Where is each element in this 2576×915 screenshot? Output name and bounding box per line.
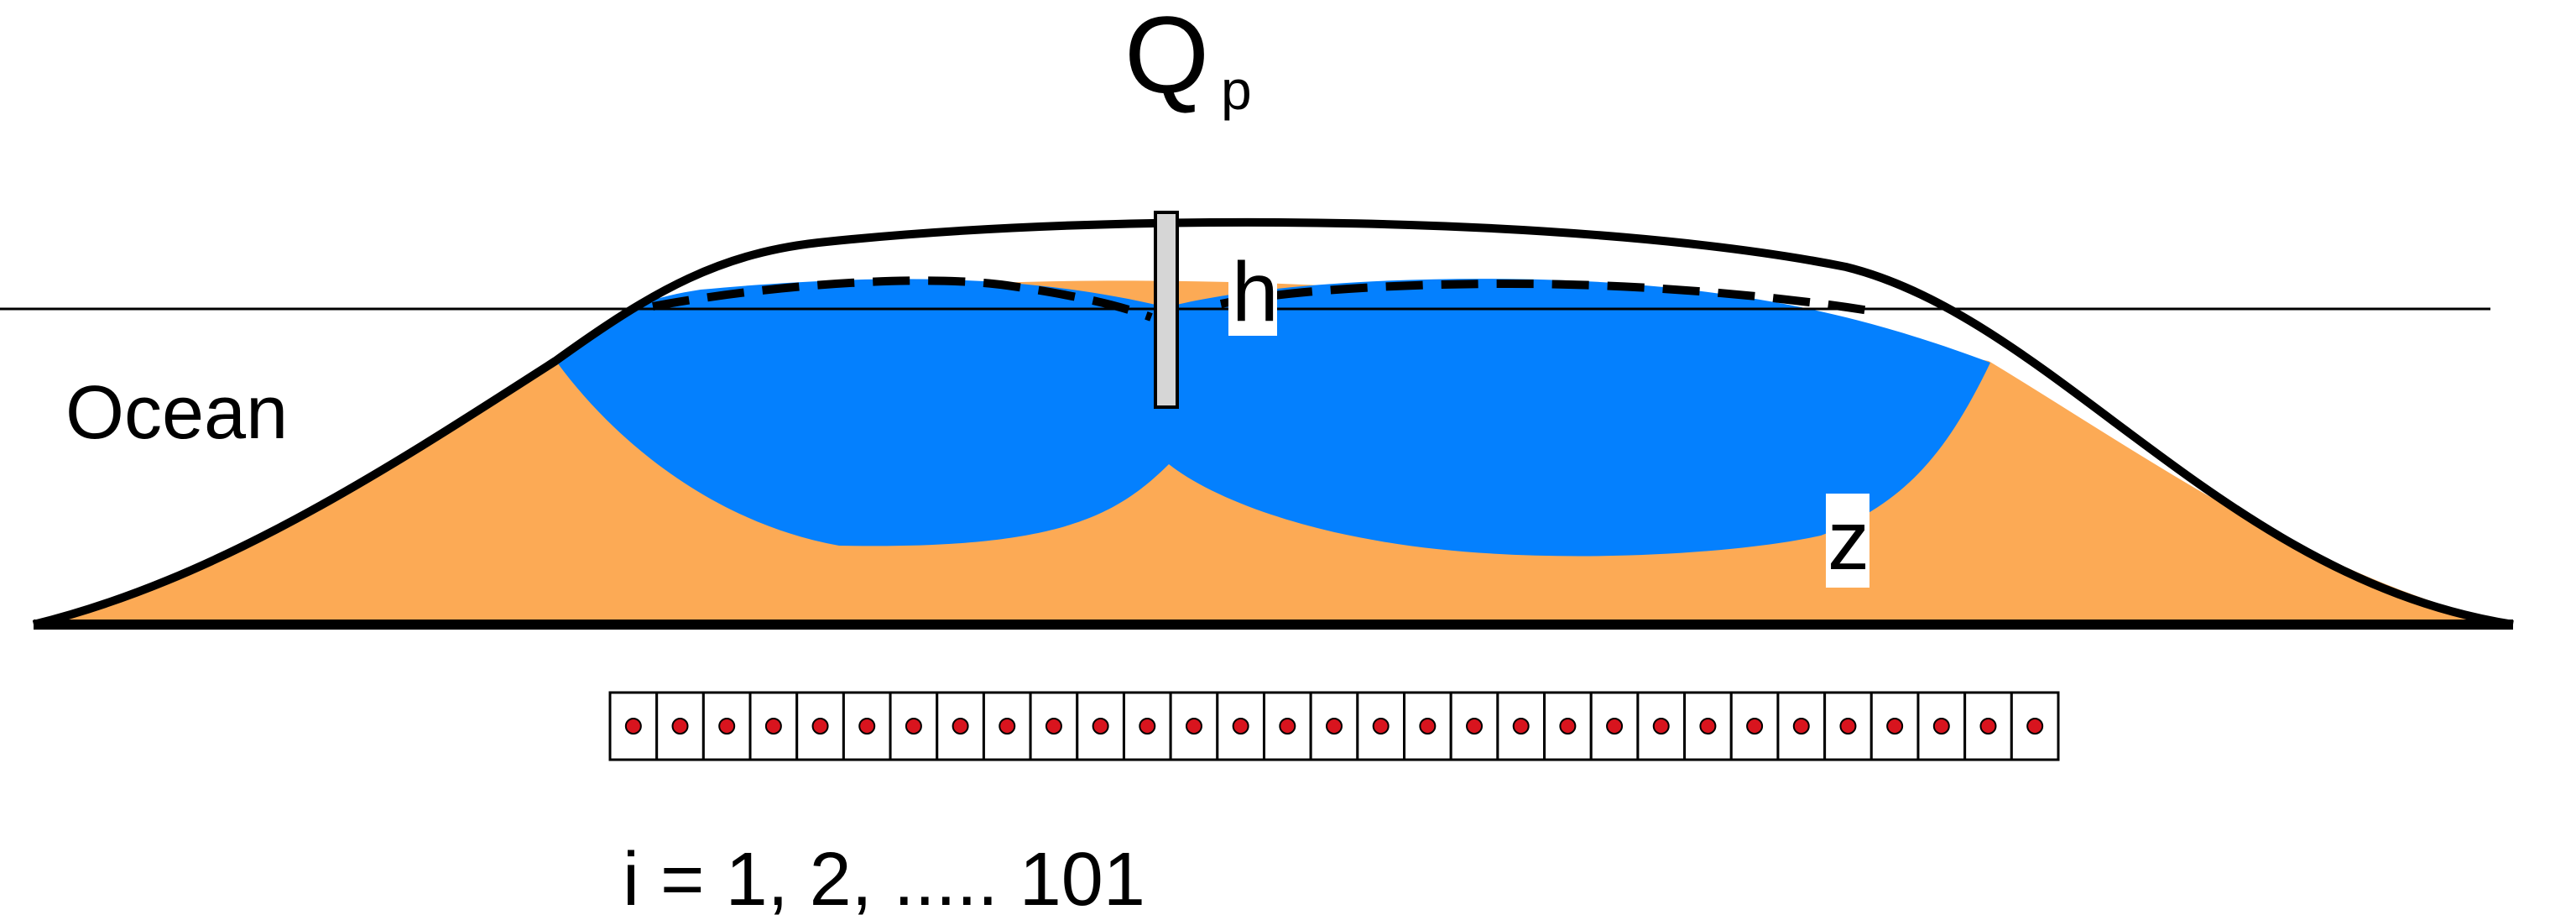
grid-node bbox=[1652, 718, 1670, 735]
grid-cell bbox=[2010, 691, 2060, 761]
grid-node bbox=[1092, 718, 1109, 735]
ground-surface-outline bbox=[32, 217, 2514, 629]
grid-node bbox=[1419, 718, 1437, 735]
grid-node bbox=[905, 718, 922, 735]
grid-node bbox=[764, 718, 782, 735]
grid-node bbox=[1372, 718, 1390, 735]
flux-subscript: p bbox=[1221, 59, 1252, 121]
ocean-label: Ocean bbox=[65, 371, 288, 455]
grid-node bbox=[1886, 718, 1904, 735]
grid-node bbox=[952, 718, 969, 735]
grid-node bbox=[999, 718, 1016, 735]
model-grid bbox=[608, 691, 2060, 761]
depth-label-background bbox=[1826, 494, 1869, 588]
grid-node bbox=[1512, 718, 1530, 735]
grid-node bbox=[2026, 718, 2044, 735]
grid-node bbox=[858, 718, 876, 735]
grid-cell bbox=[1169, 691, 1219, 761]
grid-node bbox=[1466, 718, 1484, 735]
grid-node bbox=[811, 718, 829, 735]
grid-node bbox=[718, 718, 736, 735]
grid-node bbox=[1185, 718, 1202, 735]
pumping-well bbox=[1154, 211, 1179, 409]
grid-node bbox=[1932, 718, 1950, 735]
grid-node bbox=[1792, 718, 1810, 735]
grid-node bbox=[624, 718, 642, 735]
head-label: h bbox=[1232, 245, 1279, 339]
grid-node bbox=[1279, 718, 1296, 735]
grid-node bbox=[1045, 718, 1062, 735]
grid-node bbox=[1606, 718, 1624, 735]
depth-label: z bbox=[1828, 494, 1869, 588]
grid-node bbox=[671, 718, 689, 735]
water-table-dashed-line bbox=[652, 276, 1880, 322]
index-label: i = 1, 2, ..... 101 bbox=[623, 838, 1145, 915]
grid-node bbox=[1559, 718, 1577, 735]
flux-label: Q bbox=[1124, 0, 1209, 116]
grid-node bbox=[1326, 718, 1343, 735]
head-label-background bbox=[1228, 250, 1277, 336]
grid-node bbox=[1699, 718, 1717, 735]
grid-node bbox=[1232, 718, 1249, 735]
grid-node bbox=[1979, 718, 1997, 735]
grid-node bbox=[1746, 718, 1764, 735]
freshwater-lens bbox=[557, 279, 1990, 557]
grid-node bbox=[1139, 718, 1156, 735]
grid-node bbox=[1839, 718, 1857, 735]
